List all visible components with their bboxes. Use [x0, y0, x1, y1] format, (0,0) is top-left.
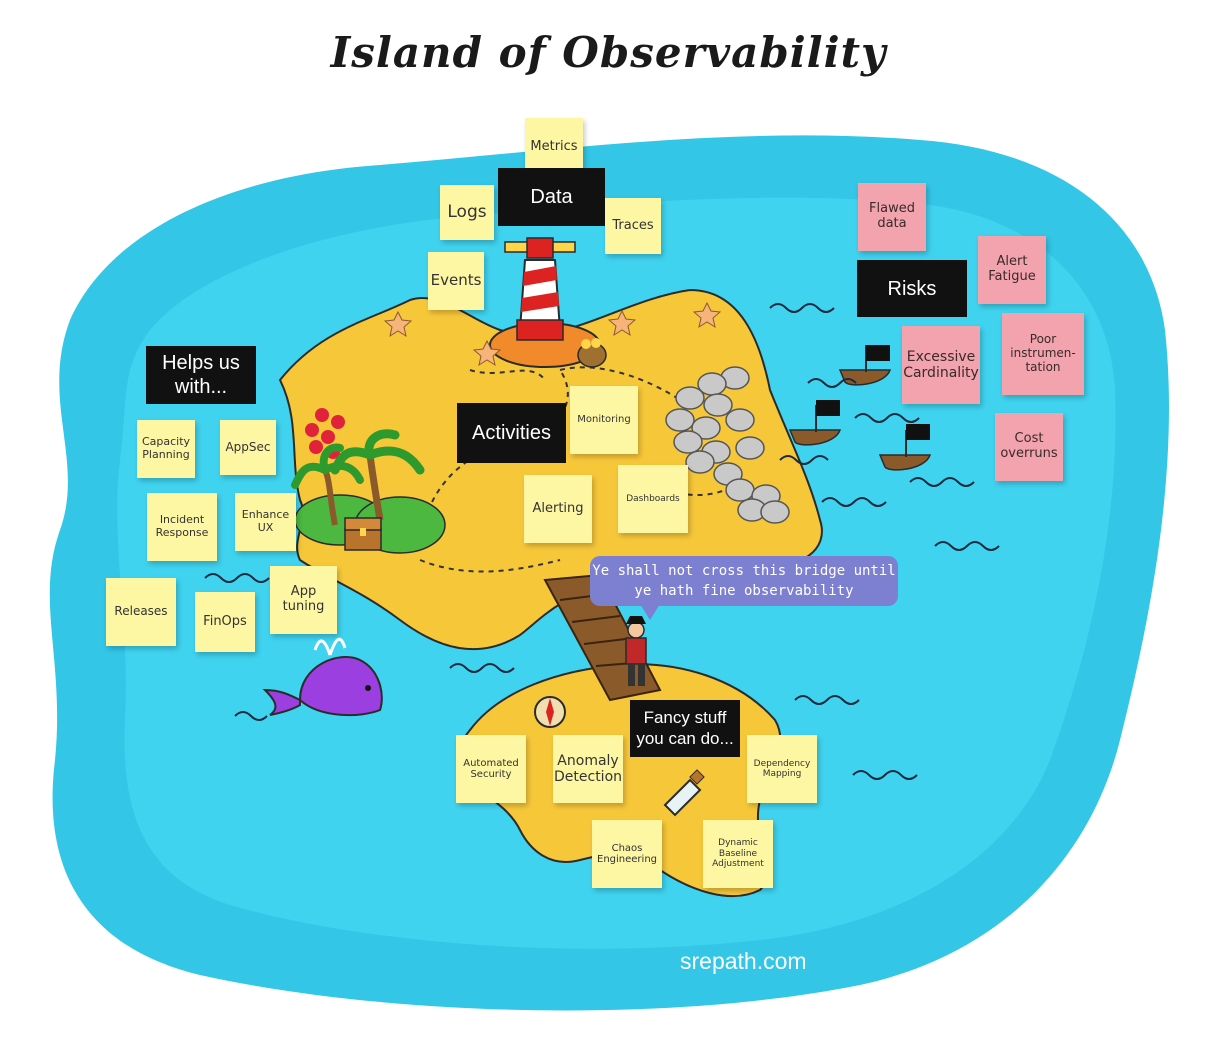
note-app-tuning: App tuning [270, 566, 337, 634]
note-anomaly-detection: Anomaly Detection [553, 735, 623, 803]
label-helps-us-with: Helps us with... [146, 346, 256, 404]
note-appsec: AppSec [220, 420, 276, 475]
pirate-speech-bubble: Ye shall not cross this bridge until ye … [590, 556, 898, 606]
note-traces: Traces [605, 198, 661, 254]
pirate-icon [625, 616, 647, 686]
wave-icon [204, 303, 1000, 780]
label-fancy-stuff: Fancy stuff you can do... [630, 700, 740, 757]
note-flawed-data: Flawed data [858, 183, 926, 251]
note-monitoring: Monitoring [570, 386, 638, 454]
note-dashboards: Dashboards [618, 465, 688, 533]
treasure-chest-icon [344, 517, 382, 551]
compass-icon [534, 696, 566, 728]
label-data: Data [498, 168, 605, 226]
note-chaos-engineering: Chaos Engineering [592, 820, 662, 888]
note-poor-instrumentation: Poor instrumen-tation [1002, 313, 1084, 395]
trail-path [559, 366, 681, 401]
note-automated-security: Automated Security [456, 735, 526, 803]
note-dependency-mapping: Dependency Mapping [747, 735, 817, 803]
lighthouse-icon [489, 237, 601, 368]
note-releases: Releases [106, 578, 176, 646]
note-incident-response: Incident Response [147, 493, 217, 561]
label-activities: Activities [457, 403, 566, 463]
note-logs: Logs [440, 185, 494, 240]
speech-bubble-tail [640, 604, 660, 620]
note-metrics: Metrics [525, 118, 583, 176]
starfish-icon [383, 301, 722, 367]
note-alert-fatigue: Alert Fatigue [978, 236, 1046, 304]
pirate-ship-icon [788, 345, 932, 471]
label-risks: Risks [857, 260, 967, 317]
note-excessive-cardinality: Excessive Cardinality [902, 326, 980, 404]
brand-footer: srepath.com [680, 948, 807, 974]
note-enhance-ux: Enhance UX [235, 493, 296, 551]
note-cost-overruns: Cost overruns [995, 413, 1063, 481]
note-alerting: Alerting [524, 475, 592, 543]
message-bottle-icon [663, 769, 705, 817]
note-finops: FinOps [195, 592, 255, 652]
note-capacity-planning: Capacity Planning [137, 420, 195, 478]
whale-icon [262, 637, 383, 717]
rock-pile-icon [665, 366, 790, 524]
note-dynamic-baseline-adjustment: Dynamic Baseline Adjustment [703, 820, 773, 888]
gold-pot-icon [577, 338, 607, 368]
trail-path [469, 369, 546, 381]
page-title: Island of Observability [330, 28, 887, 77]
note-events: Events [428, 252, 484, 310]
